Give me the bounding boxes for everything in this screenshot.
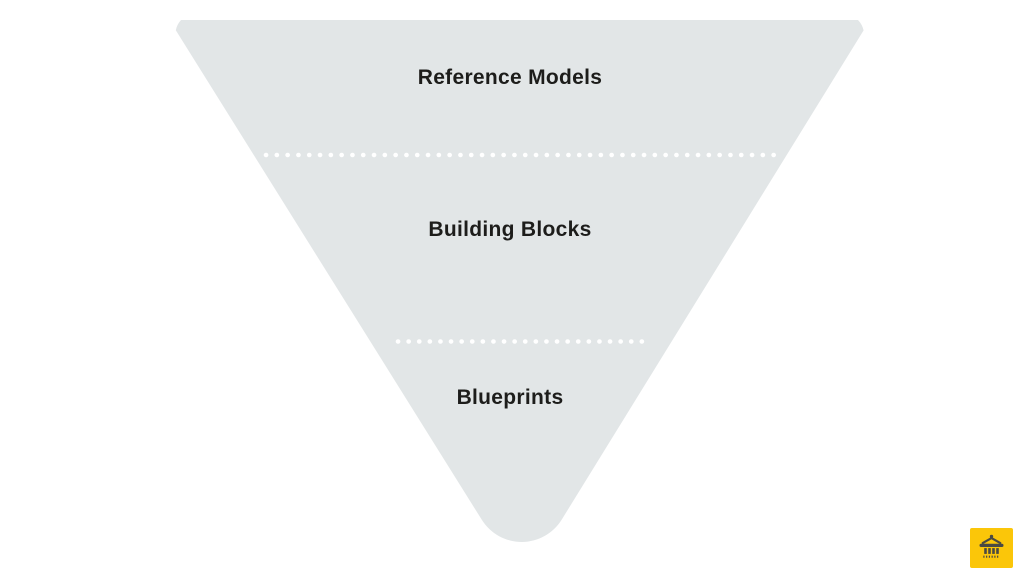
brand-badge bbox=[970, 528, 1013, 568]
pyramid-level-label-blueprints: Blueprints bbox=[456, 386, 564, 409]
bank-icon-glyph bbox=[979, 534, 1004, 558]
pyramid-level-label-building-blocks: Building Blocks bbox=[428, 218, 592, 241]
bank-icon bbox=[970, 528, 1013, 568]
pyramid-shape bbox=[175, 20, 864, 542]
pyramid-level-label-reference-models: Reference Models bbox=[417, 66, 603, 89]
badge-background bbox=[970, 528, 1013, 568]
